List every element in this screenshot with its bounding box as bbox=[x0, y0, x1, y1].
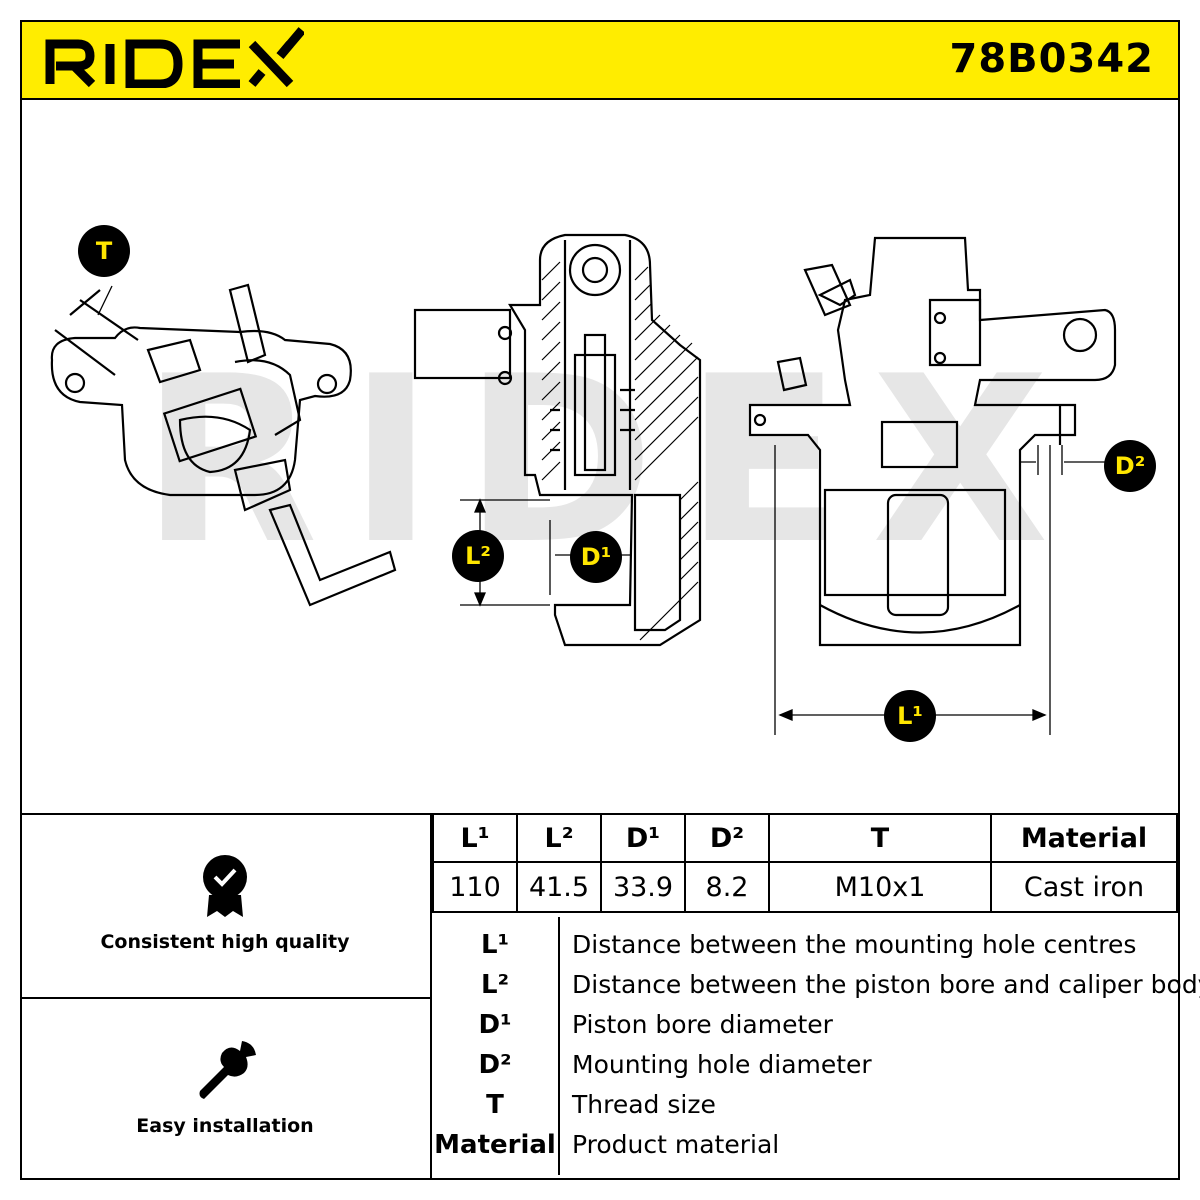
ridex-logo bbox=[45, 27, 304, 88]
legend-key: T bbox=[486, 1090, 504, 1120]
caliper-side-view bbox=[50, 283, 397, 607]
spec-value-d2: 8.2 bbox=[684, 861, 770, 913]
spec-header-l1: L¹ bbox=[432, 813, 518, 863]
quality-badge-icon bbox=[203, 855, 247, 917]
legend-key: L¹ bbox=[481, 930, 509, 960]
feature-quality: Consistent high quality bbox=[20, 851, 430, 953]
feature-quality-label: Consistent high quality bbox=[100, 931, 350, 953]
legend-row: L² Distance between the piston bore and … bbox=[432, 965, 1200, 1005]
dimension-lines bbox=[97, 285, 1105, 735]
legend-row: T Thread size bbox=[432, 1085, 1180, 1125]
marker-l1: L¹ bbox=[884, 690, 936, 742]
legend-row: Material Product material bbox=[432, 1125, 1180, 1165]
features-panel: Consistent high quality Easy installatio… bbox=[20, 813, 432, 1180]
part-number: 78B0342 bbox=[949, 36, 1154, 82]
caliper-front-view bbox=[748, 236, 1117, 647]
spec-value-material: Cast iron bbox=[990, 861, 1178, 913]
spec-header-l2: L² bbox=[516, 813, 602, 863]
section-hatching bbox=[541, 261, 699, 641]
spec-header-t: T bbox=[768, 813, 992, 863]
spec-value-row: 110 41.5 33.9 8.2 M10x1 Cast iron bbox=[432, 861, 1178, 913]
feature-installation: Easy installation bbox=[20, 1035, 430, 1137]
legend-row: D² Mounting hole diameter bbox=[432, 1045, 1180, 1085]
spec-header-material: Material bbox=[990, 813, 1178, 863]
legend-text: Product material bbox=[572, 1130, 780, 1159]
spec-table: L¹ L² D¹ D² T Material 110 41.5 33.9 8.2… bbox=[432, 813, 1178, 913]
legend-text: Thread size bbox=[572, 1090, 716, 1119]
feature-installation-label: Easy installation bbox=[136, 1115, 314, 1137]
legend-divider bbox=[558, 917, 560, 1175]
spec-value-l2: 41.5 bbox=[516, 861, 602, 913]
marker-l2: L² bbox=[452, 530, 504, 582]
legend-key: D¹ bbox=[478, 1010, 512, 1040]
legend-text: Distance between the piston bore and cal… bbox=[572, 970, 1200, 999]
legend-key: Material bbox=[434, 1130, 556, 1160]
spec-header-row: L¹ L² D¹ D² T Material bbox=[432, 813, 1178, 863]
spec-value-l1: 110 bbox=[432, 861, 518, 913]
legend-key: L² bbox=[481, 970, 509, 1000]
wrench-icon bbox=[199, 1041, 256, 1099]
sheet-frame bbox=[20, 20, 1180, 1180]
legend-text: Piston bore diameter bbox=[572, 1010, 833, 1039]
marker-d1: D¹ bbox=[570, 531, 622, 583]
features-divider bbox=[20, 997, 432, 999]
legend-row: L¹ Distance between the mounting hole ce… bbox=[432, 925, 1180, 965]
spec-value-d1: 33.9 bbox=[600, 861, 686, 913]
caliper-section-view bbox=[413, 233, 702, 647]
spec-header-d1: D¹ bbox=[600, 813, 686, 863]
legend-text: Distance between the mounting hole centr… bbox=[572, 930, 1137, 959]
legend-key: D² bbox=[478, 1050, 512, 1080]
technical-drawing: RIDEX bbox=[50, 233, 1117, 735]
marker-t: T bbox=[78, 225, 130, 277]
legend-text: Mounting hole diameter bbox=[572, 1050, 872, 1079]
legend-row: D¹ Piston bore diameter bbox=[432, 1005, 1180, 1045]
bottom-section: Consistent high quality Easy installatio… bbox=[20, 813, 1200, 1180]
spec-value-t: M10x1 bbox=[768, 861, 992, 913]
marker-d2: D² bbox=[1104, 440, 1156, 492]
spec-header-d2: D² bbox=[684, 813, 770, 863]
legend: L¹ Distance between the mounting hole ce… bbox=[432, 911, 1200, 1180]
